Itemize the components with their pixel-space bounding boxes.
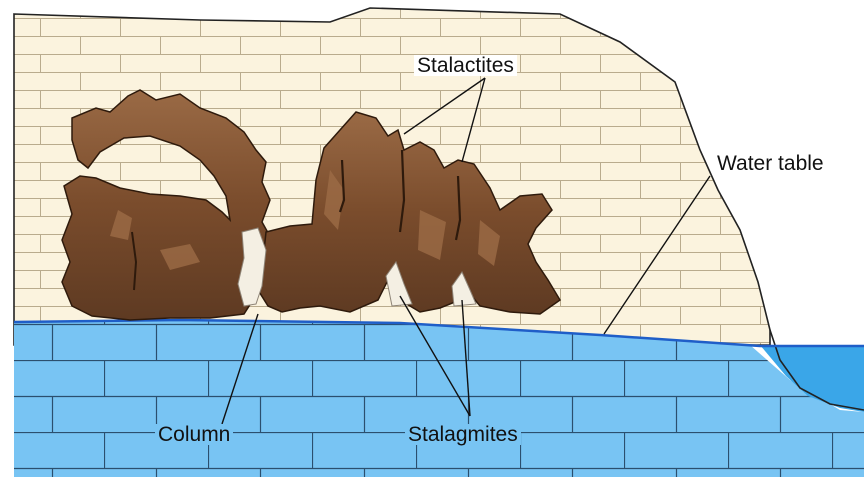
label-stalactites: Stalactites — [414, 55, 517, 76]
label-column: Column — [155, 424, 233, 445]
label-stalagmites: Stalagmites — [405, 424, 521, 445]
label-water-table: Water table — [714, 153, 827, 174]
